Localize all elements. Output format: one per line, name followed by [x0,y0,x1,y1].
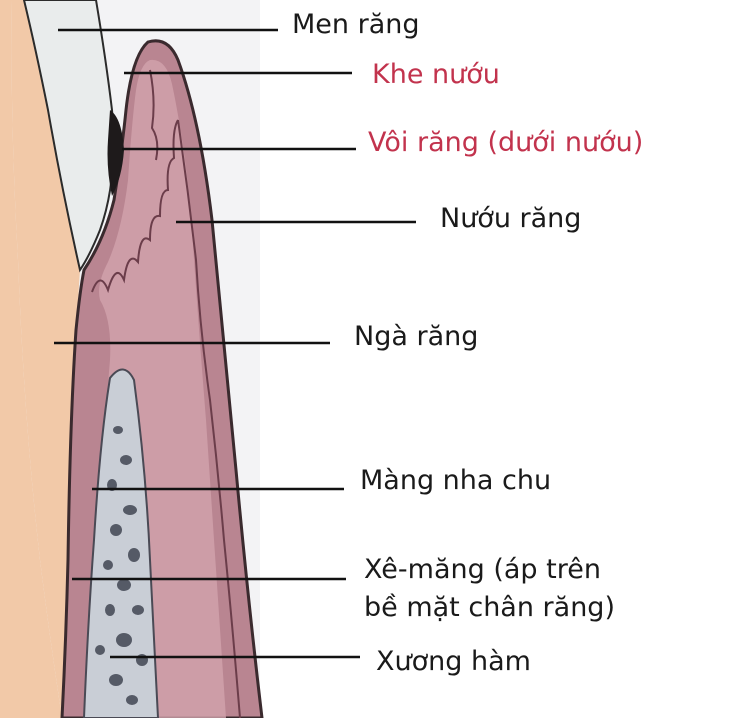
label-jaw-bone: Xương hàm [376,645,531,679]
label-periodontal-ligament: Màng nha chu [360,464,551,498]
label-cementum-line2: bề mặt chân răng) [364,590,615,626]
label-gingival-sulcus: Khe nướu [372,58,500,92]
label-gum: Nướu răng [440,202,581,236]
label-subgingival-calculus: Vôi răng (dưới nướu) [368,126,643,160]
label-enamel: Men răng [292,8,420,42]
label-dentin: Ngà răng [354,320,478,354]
label-cementum-line1: Xê-măng (áp trên [364,552,601,588]
